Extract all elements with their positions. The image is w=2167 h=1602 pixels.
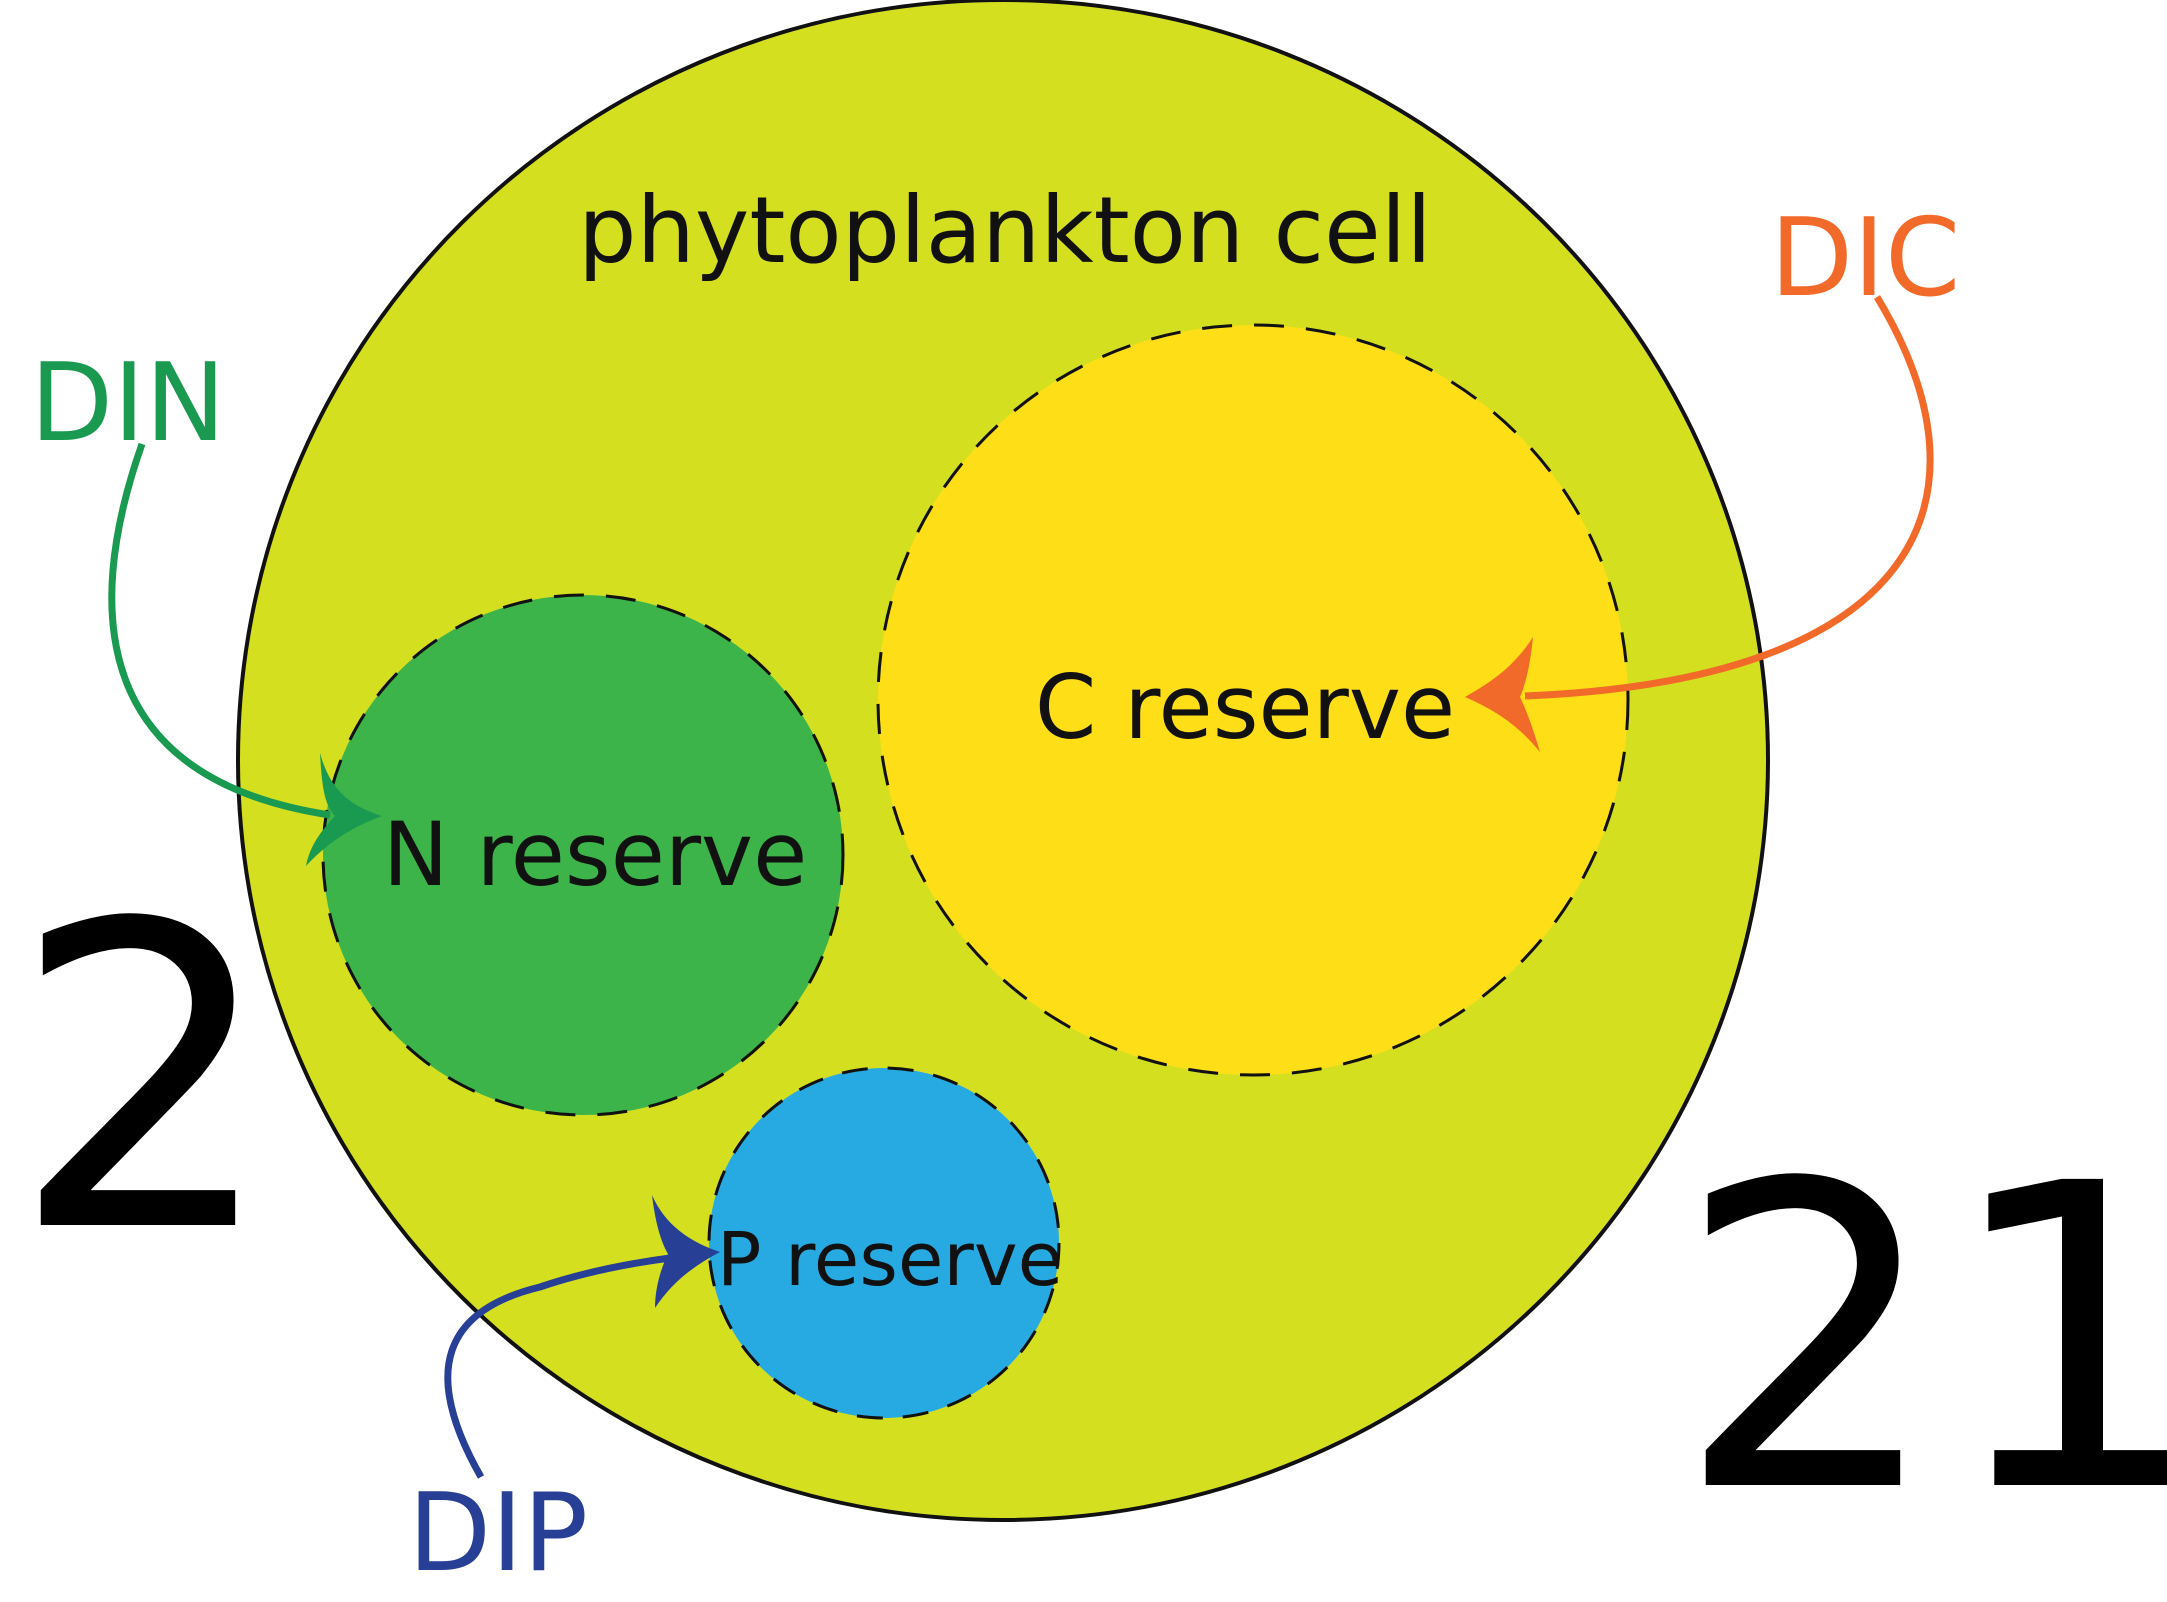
dic-arrowhead	[1465, 637, 1540, 752]
din-label: DIN	[30, 341, 226, 466]
c-reserve	[876, 323, 1630, 1077]
dip-label: DIP	[408, 1471, 588, 1596]
number-right: 21	[1675, 1096, 2167, 1585]
dic-arrow-line	[1524, 295, 1934, 700]
n-reserve-label: N reserve	[383, 803, 808, 906]
cell-title: phytoplankton cell	[578, 177, 1432, 284]
number-left: 2	[10, 836, 277, 1325]
din-arrow-line	[108, 442, 331, 819]
p-reserve	[707, 1066, 1061, 1420]
c-reserve-label: C reserve	[1035, 656, 1455, 759]
din-arrowhead	[306, 753, 382, 866]
dip-arrowhead	[652, 1195, 720, 1308]
p-reserve-label: P reserve	[717, 1217, 1063, 1303]
dic-label: DIC	[1770, 196, 1960, 321]
n-reserve	[321, 593, 845, 1117]
dip-arrow-line	[444, 1254, 671, 1479]
